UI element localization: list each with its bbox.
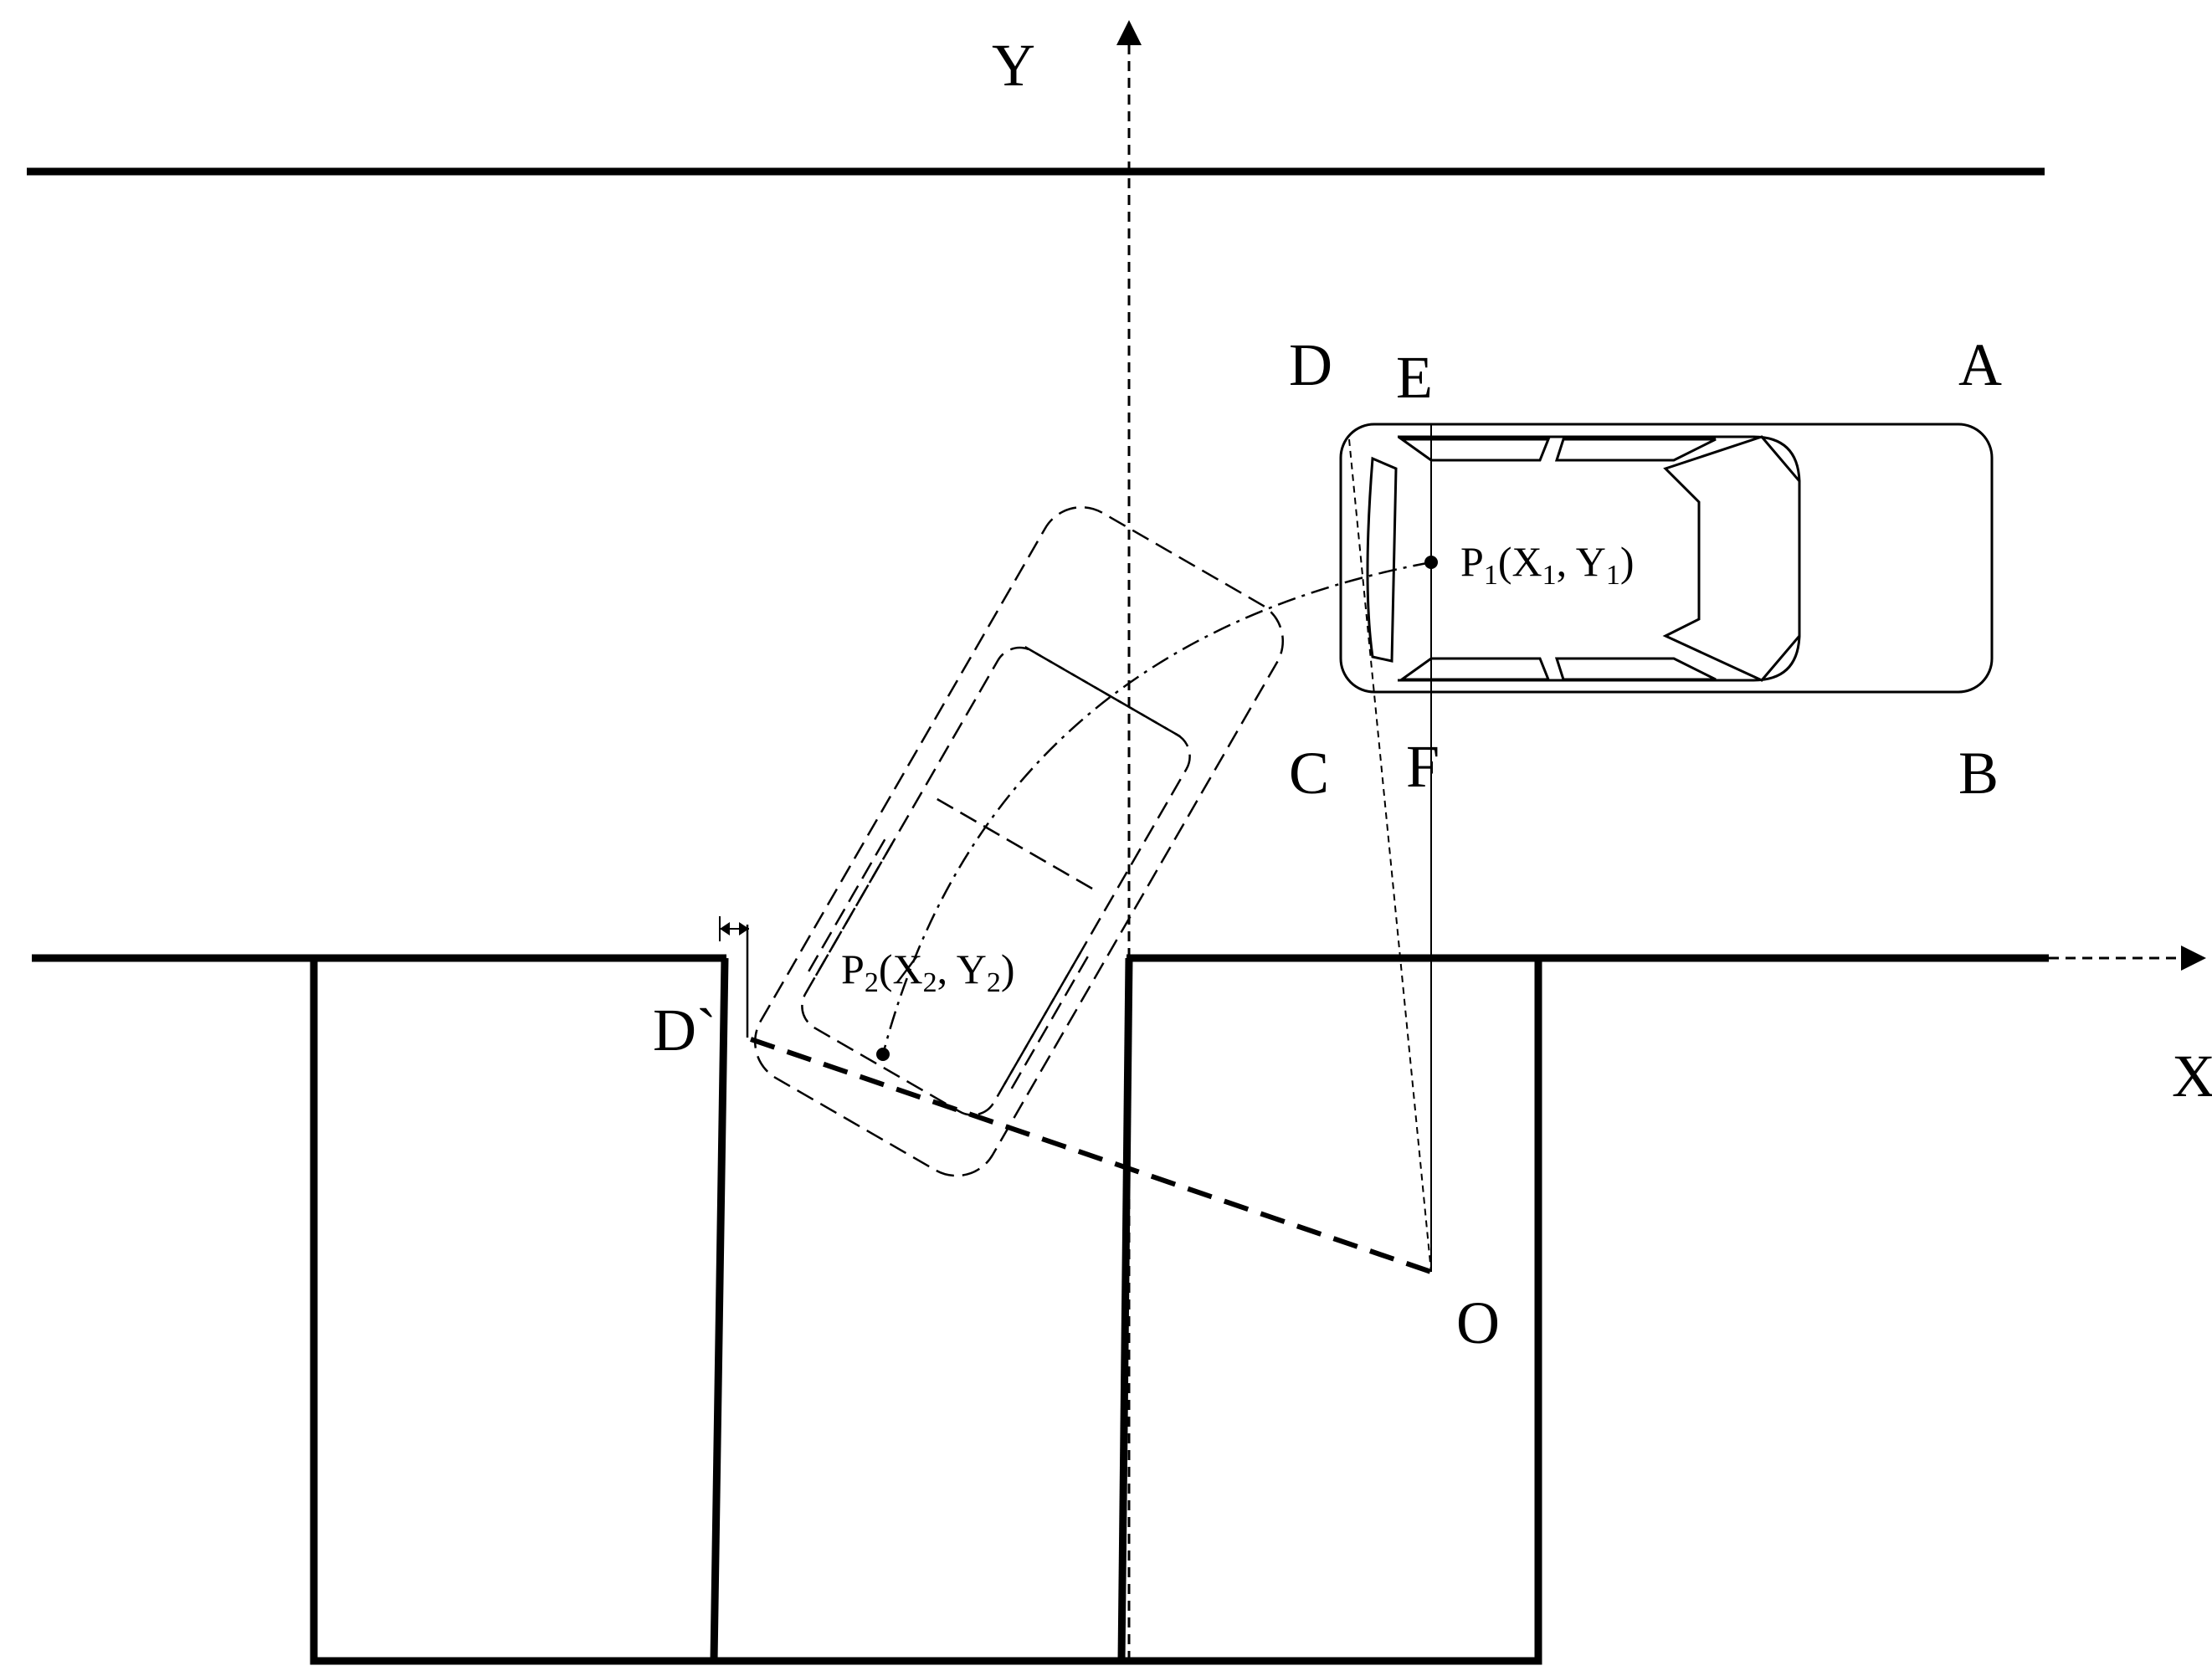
ghost-car-side-4	[1010, 950, 1092, 1089]
trajectory-p1-p2	[881, 561, 1432, 1055]
radius-line-d-prime-to-o	[750, 1037, 1432, 1274]
line-d-to-o	[1348, 438, 1432, 1273]
ghost-car-body	[753, 505, 1285, 1177]
y-axis-label: Y	[992, 32, 1035, 99]
point-p2-dot	[876, 1048, 890, 1061]
x-axis-label: X	[2172, 1043, 2212, 1110]
car-front-window	[1366, 456, 1398, 663]
d-prime-arrowhead-left	[720, 922, 730, 935]
point-p1-dot	[1424, 556, 1438, 569]
car-body	[1339, 423, 1994, 694]
ghost-car-roof-front	[1024, 646, 1185, 741]
parking-slot-left-outline	[310, 958, 1542, 1665]
car-ghost	[753, 505, 1285, 1177]
corner-label-c: C	[1289, 740, 1329, 807]
corner-label-d: D	[1289, 331, 1332, 398]
car-window-left-bottom	[1398, 657, 1551, 681]
point-label-f: F	[1406, 733, 1440, 800]
corner-label-a: A	[1958, 331, 2002, 398]
slot-divider-left	[710, 957, 729, 1662]
car-window-right-top	[1554, 438, 1717, 462]
point-label-d-prime: D`	[653, 997, 716, 1064]
car-rear-window	[1662, 435, 1801, 682]
ghost-car-roof-rear	[937, 797, 1097, 893]
car-window-left-top	[1398, 438, 1551, 462]
point-label-p2: P2(X2, Y2)	[841, 946, 1015, 998]
d-prime-arrowhead-right	[739, 922, 749, 935]
corner-label-b: B	[1958, 740, 1999, 807]
car-window-right-bottom	[1554, 657, 1717, 681]
point-label-p1: P1(X1, Y1)	[1460, 538, 1635, 591]
car-initial	[1339, 423, 1994, 694]
point-label-e: E	[1396, 344, 1433, 411]
ghost-car-cabin	[801, 646, 1191, 1116]
point-label-o: O	[1456, 1289, 1500, 1356]
